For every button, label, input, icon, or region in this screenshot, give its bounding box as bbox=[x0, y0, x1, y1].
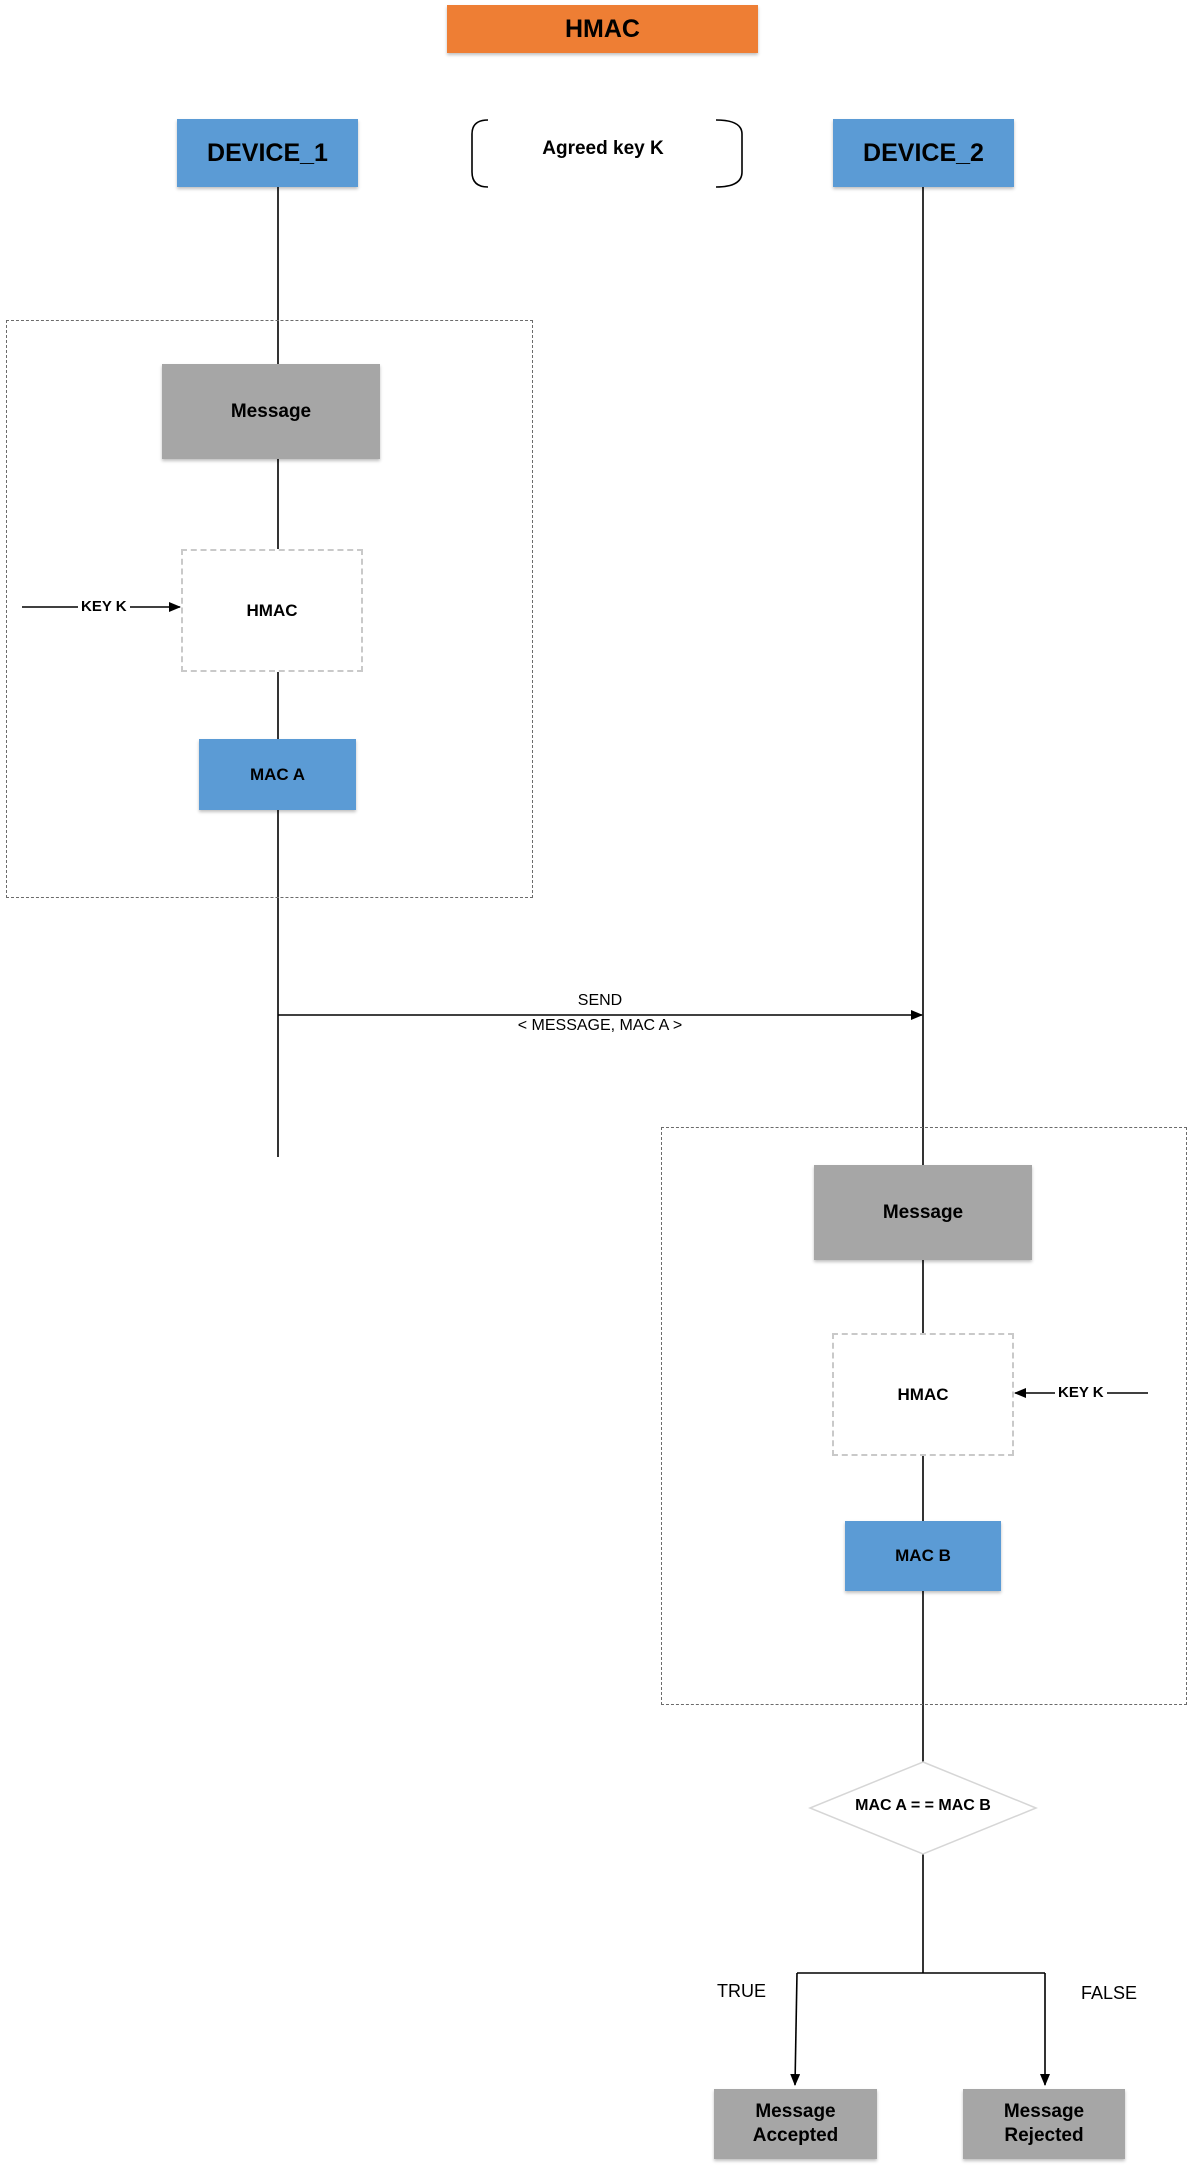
left-key-label: KEY K bbox=[78, 598, 130, 615]
agreed-key-right-bracket bbox=[715, 119, 743, 188]
mac-b-box: MAC B bbox=[845, 1521, 1001, 1591]
right-message-box: Message bbox=[814, 1165, 1032, 1260]
device1-process-frame bbox=[6, 320, 533, 898]
accepted-line2: Accepted bbox=[752, 2125, 839, 2146]
true-label: TRUE bbox=[717, 1981, 766, 2001]
message-accepted-box: Message Accepted bbox=[714, 2089, 877, 2159]
mac-a-box: MAC A bbox=[199, 739, 356, 810]
decision-label: MAC A = = MAC B bbox=[855, 1797, 991, 1814]
left-message-box: Message bbox=[162, 364, 380, 459]
agreed-key-left-bracket bbox=[471, 119, 489, 188]
right-key-label: KEY K bbox=[1055, 1384, 1107, 1401]
send-label: SEND bbox=[577, 992, 623, 1009]
false-label: FALSE bbox=[1081, 1983, 1138, 2003]
diagram-title: HMAC bbox=[447, 5, 758, 53]
rejected-line2: Rejected bbox=[1004, 2125, 1084, 2146]
accepted-line1: Message bbox=[755, 2101, 836, 2122]
true-arrow bbox=[790, 1972, 801, 2086]
device2-process-frame bbox=[661, 1127, 1187, 1705]
left-hmac-box: HMAC bbox=[181, 549, 363, 672]
rejected-line1: Message bbox=[1003, 2101, 1085, 2122]
send-payload-label: < MESSAGE, MAC A > bbox=[517, 1017, 683, 1034]
agreed-key-label: Agreed key K bbox=[542, 138, 664, 159]
message-rejected-box: Message Rejected bbox=[963, 2089, 1125, 2159]
decision-diamond bbox=[808, 1761, 1038, 1855]
right-hmac-box: HMAC bbox=[832, 1333, 1014, 1456]
device-1-box: DEVICE_1 bbox=[177, 119, 358, 187]
device-2-box: DEVICE_2 bbox=[833, 119, 1014, 187]
